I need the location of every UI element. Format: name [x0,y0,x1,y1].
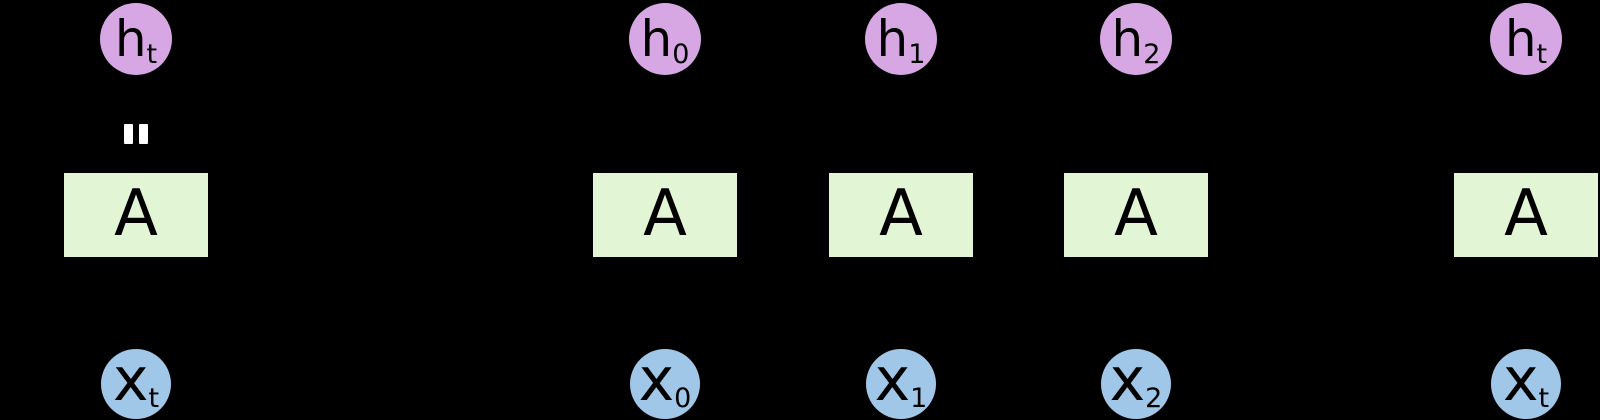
hidden-state-label: h [114,10,147,68]
input-label: x [112,345,149,415]
input-label: x [874,345,911,415]
rnn-cell-step-t: A [1454,173,1598,257]
equals-bar-left [124,124,133,144]
equals-icon [124,124,148,144]
rnn-cell-label: A [114,177,158,251]
input-label: x [638,345,675,415]
input-subscript: 1 [910,383,928,414]
input-subscript: 0 [674,383,692,414]
hidden-state-subscript: t [1536,39,1548,70]
rnn-cell-step-2: A [1064,173,1208,257]
equals-bar-right [139,124,148,144]
hidden-state-label: h [1111,10,1144,68]
rnn-cell-label: A [879,177,923,251]
hidden-state-subscript: 1 [908,39,926,70]
hidden-state-label: h [876,10,909,68]
hidden-state-subscript: 2 [1143,39,1161,70]
hidden-state-subscript: t [146,39,158,70]
rnn-cell-step-0: A [593,173,737,257]
hidden-state-label: h [640,10,673,68]
input-label: x [1502,345,1539,415]
rnn-cell-step-1: A [829,173,973,257]
input-subscript: 2 [1145,383,1163,414]
rnn-cell-label: A [643,177,687,251]
rnn-cell-label: A [1504,177,1548,251]
hidden-state-label: h [1504,10,1537,68]
rnn-cell-rolled: A [64,173,208,257]
input-label: x [1109,345,1146,415]
input-subscript: t [148,383,160,414]
rnn-cell-label: A [1114,177,1158,251]
hidden-state-subscript: 0 [672,39,690,70]
input-subscript: t [1538,383,1550,414]
